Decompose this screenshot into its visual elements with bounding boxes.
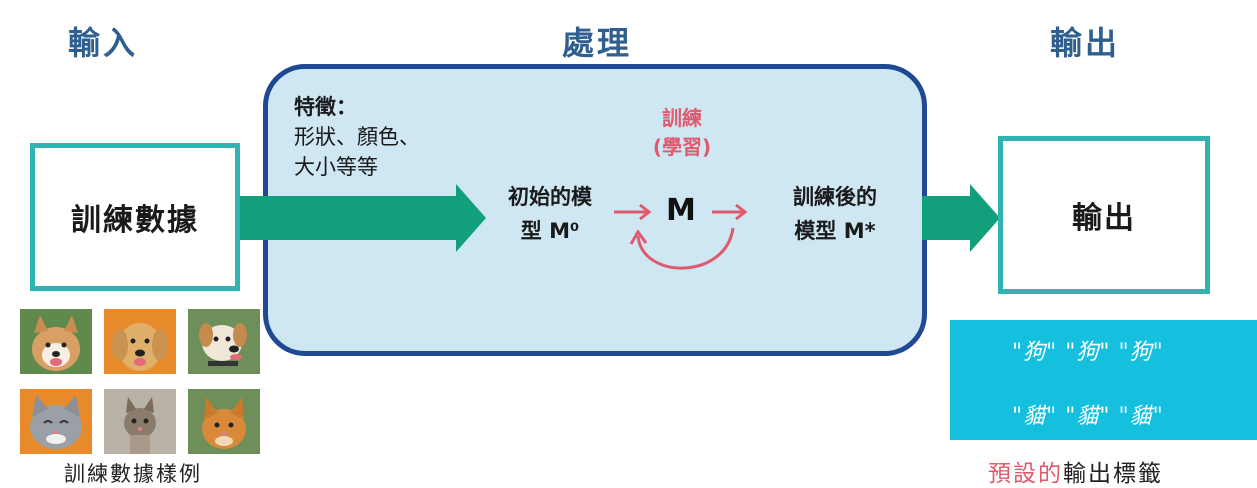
cat-photo-2 <box>104 389 176 454</box>
initial-model-line2: 型 M⁰ <box>520 219 580 243</box>
training-line2: (學習) <box>652 135 712 159</box>
output-box: 輸出 <box>998 136 1210 294</box>
samples-caption: 訓練數據樣例 <box>64 462 202 486</box>
features-title: 特徵： <box>294 95 357 119</box>
trained-model-line1: 訓練後的 <box>793 185 877 209</box>
sample-images <box>20 309 260 455</box>
heading-input: 輸入 <box>68 24 139 62</box>
training-arrows <box>614 203 748 270</box>
model-m: M <box>666 193 696 228</box>
dog-photo-2 <box>104 309 176 374</box>
preset-labels-band <box>950 320 1257 440</box>
preset-suffix: 輸出標籤 <box>1063 461 1163 487</box>
initial-model-line1: 初始的模 <box>508 185 592 209</box>
dog-labels: "狗" "狗" "狗" <box>1012 340 1164 365</box>
heading-output: 輸出 <box>1050 24 1121 62</box>
initial-model: 初始的模 型 M⁰ <box>490 180 610 248</box>
heading-process: 處理 <box>562 24 633 62</box>
cat-photo-3 <box>188 389 260 454</box>
training-data-box: 訓練數據 <box>30 143 240 291</box>
trained-model: 訓練後的 模型 M* <box>770 180 900 248</box>
output-arrow <box>922 184 1000 252</box>
output-label: 輸出 <box>1072 201 1136 236</box>
preset-prefix: 預設的 <box>988 461 1063 487</box>
training-line1: 訓練 <box>662 106 702 130</box>
features-text: 特徵： 形狀、顏色、 大小等等 <box>294 92 420 182</box>
dog-photo-3 <box>188 309 260 374</box>
trained-model-line2: 模型 M* <box>794 219 876 243</box>
input-arrow <box>238 184 486 252</box>
features-line2: 大小等等 <box>294 155 378 179</box>
cat-photo-1 <box>20 389 92 454</box>
training-label: 訓練 (學習) <box>640 104 724 162</box>
features-line1: 形狀、顏色、 <box>294 125 420 149</box>
dog-photo-1 <box>20 309 92 374</box>
preset-labels-caption: 預設的輸出標籤 <box>988 454 1163 488</box>
training-data-label: 訓練數據 <box>71 203 199 238</box>
cat-labels: "貓" "貓" "貓" <box>1012 404 1164 429</box>
